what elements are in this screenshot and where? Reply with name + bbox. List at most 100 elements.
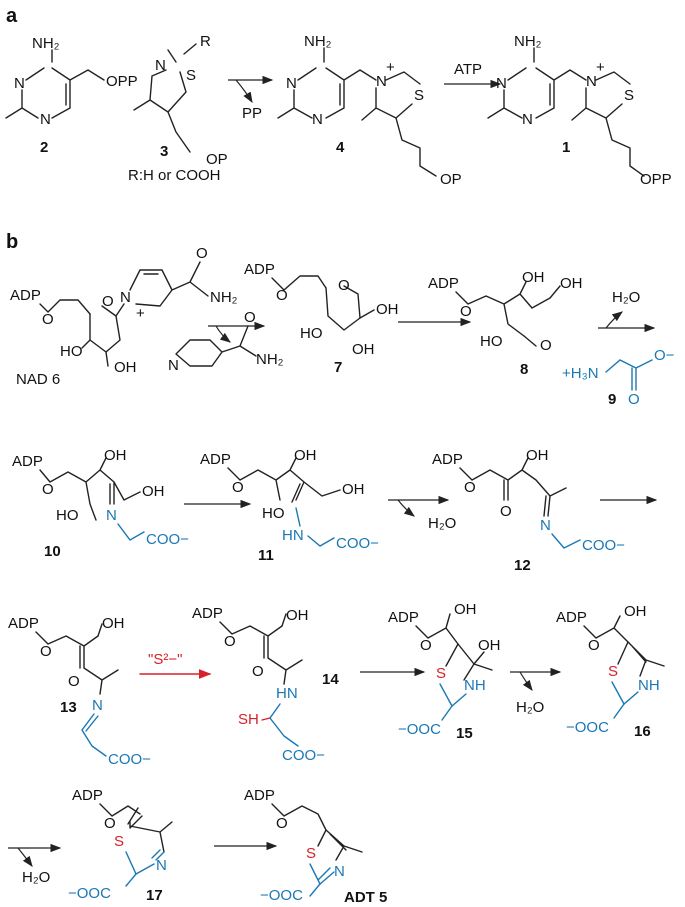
adp-label: ADP: [556, 609, 587, 626]
panel-label-b: b: [6, 231, 18, 253]
adp-label: ADP: [244, 787, 275, 804]
oh-label: OH: [454, 601, 477, 618]
oh-label: OH: [560, 275, 583, 292]
oh-label: OH: [478, 637, 501, 654]
arrow-to-4: PP: [228, 75, 274, 122]
nh-label: NH: [638, 677, 660, 694]
n-label: N: [156, 857, 167, 874]
oh-label: OH: [104, 447, 127, 464]
r-definition: R:H or COOH: [128, 167, 221, 184]
s-label: S: [608, 663, 618, 680]
sulfide-label: "S²−": [148, 651, 182, 668]
oh-label: OH: [286, 607, 309, 624]
oh-label: OH: [352, 341, 375, 358]
opp-label: OPP: [106, 73, 138, 90]
oh-label: OH: [526, 447, 549, 464]
n-label: N: [168, 357, 179, 374]
op-label: OP: [440, 171, 462, 188]
structure-17: ADP O S N −OOC 17: [68, 787, 173, 904]
s-label: S: [414, 87, 424, 104]
o-label: O: [252, 663, 264, 680]
ooc-label: −OOC: [398, 721, 441, 738]
h3n-label: +H₃N: [562, 365, 599, 382]
arrow-to-1: ATP: [444, 61, 502, 89]
o-label: O: [42, 311, 54, 328]
arrow-to-10: H₂O: [598, 289, 656, 333]
structure-5: ADP O S N −OOC ADT 5: [244, 787, 387, 906]
h2o-label: H₂O: [428, 515, 456, 532]
n-label: N: [522, 111, 533, 128]
structure-7: ADP O O OH HO OH 7: [244, 261, 399, 376]
hn-label: HN: [276, 685, 298, 702]
n-label: N: [40, 111, 51, 128]
oh-label: OH: [342, 481, 365, 498]
structure-9: +H₃N O− O 9: [562, 347, 675, 408]
compound-8-number: 8: [520, 361, 528, 378]
compound-2-number: 2: [40, 139, 48, 156]
o-label: O: [104, 815, 116, 832]
compound-1-number: 1: [562, 139, 570, 156]
ho-label: HO: [300, 325, 323, 342]
structure-16: ADP O OH S NH −OOC 16: [556, 603, 665, 740]
compound-6-label: NAD 6: [16, 371, 60, 388]
n-label: N: [106, 507, 117, 524]
arrow-to-7: [208, 321, 266, 343]
o-label: O: [628, 391, 640, 408]
adp-label: ADP: [388, 609, 419, 626]
n-label: N: [376, 73, 387, 90]
structure-2: NH₂ N N OPP 2: [5, 35, 138, 156]
o-label: O: [464, 479, 476, 496]
adp-label: ADP: [192, 605, 223, 622]
o-label: O: [102, 293, 114, 310]
s-label: S: [624, 87, 634, 104]
n-label: N: [14, 75, 25, 92]
s-label: S: [306, 845, 316, 862]
plus-charge: +: [136, 305, 145, 322]
structure-3: R N S OP 3 R:H or COOH: [128, 33, 228, 184]
plus-charge: +: [596, 59, 605, 76]
structure-4: NH₂ N N N + S OP 4: [277, 33, 462, 188]
h2o-label: H₂O: [516, 699, 544, 716]
arrow-to-14: "S²−": [139, 651, 212, 679]
compound-13-number: 13: [60, 699, 77, 716]
coo-label: COO−: [336, 535, 379, 552]
pp-label: PP: [242, 105, 262, 122]
o-label: O: [42, 481, 54, 498]
h2o-label: H₂O: [612, 289, 640, 306]
o-label: O: [588, 637, 600, 654]
n-label: N: [334, 863, 345, 880]
n-label: N: [496, 75, 507, 92]
n-label: N: [586, 73, 597, 90]
oh-label: OH: [102, 615, 125, 632]
adp-label: ADP: [10, 287, 41, 304]
compound-11-number: 11: [258, 547, 274, 564]
structure-13: ADP O OH O N COO− 13: [8, 615, 151, 768]
structure-10: ADP O OH OH HO N COO− 10: [12, 447, 189, 560]
s-label: S: [186, 67, 196, 84]
o-label: O: [276, 287, 288, 304]
atp-label: ATP: [454, 61, 482, 78]
compound-14-number: 14: [322, 671, 339, 688]
o-label: O: [540, 337, 552, 354]
structure-8: ADP O OH OH HO O 8: [428, 269, 583, 378]
structure-15: ADP O OH OH S NH −OOC 15: [388, 601, 501, 742]
n-label: N: [286, 75, 297, 92]
compound-17-number: 17: [146, 887, 163, 904]
o-minus-label: O−: [654, 347, 675, 364]
plus-charge: +: [386, 59, 395, 76]
structure-6: ADP O O HO OH N + NH₂ O NAD 6: [10, 245, 238, 388]
coo-label: COO−: [108, 751, 151, 768]
op-label: OP: [206, 151, 228, 168]
oh-label: OH: [624, 603, 647, 620]
sh-label: SH: [238, 711, 259, 728]
compound-16-number: 16: [634, 723, 651, 740]
opp-label: OPP: [640, 171, 672, 188]
o-label: O: [40, 643, 52, 660]
structure-12: ADP O OH O N COO− 12: [432, 447, 625, 574]
coo-label: COO−: [582, 537, 625, 554]
oh-label: OH: [294, 447, 317, 464]
oh-label: OH: [142, 483, 165, 500]
structure-14: ADP O OH O HN SH COO− 14: [192, 605, 339, 764]
adp-label: ADP: [8, 615, 39, 632]
